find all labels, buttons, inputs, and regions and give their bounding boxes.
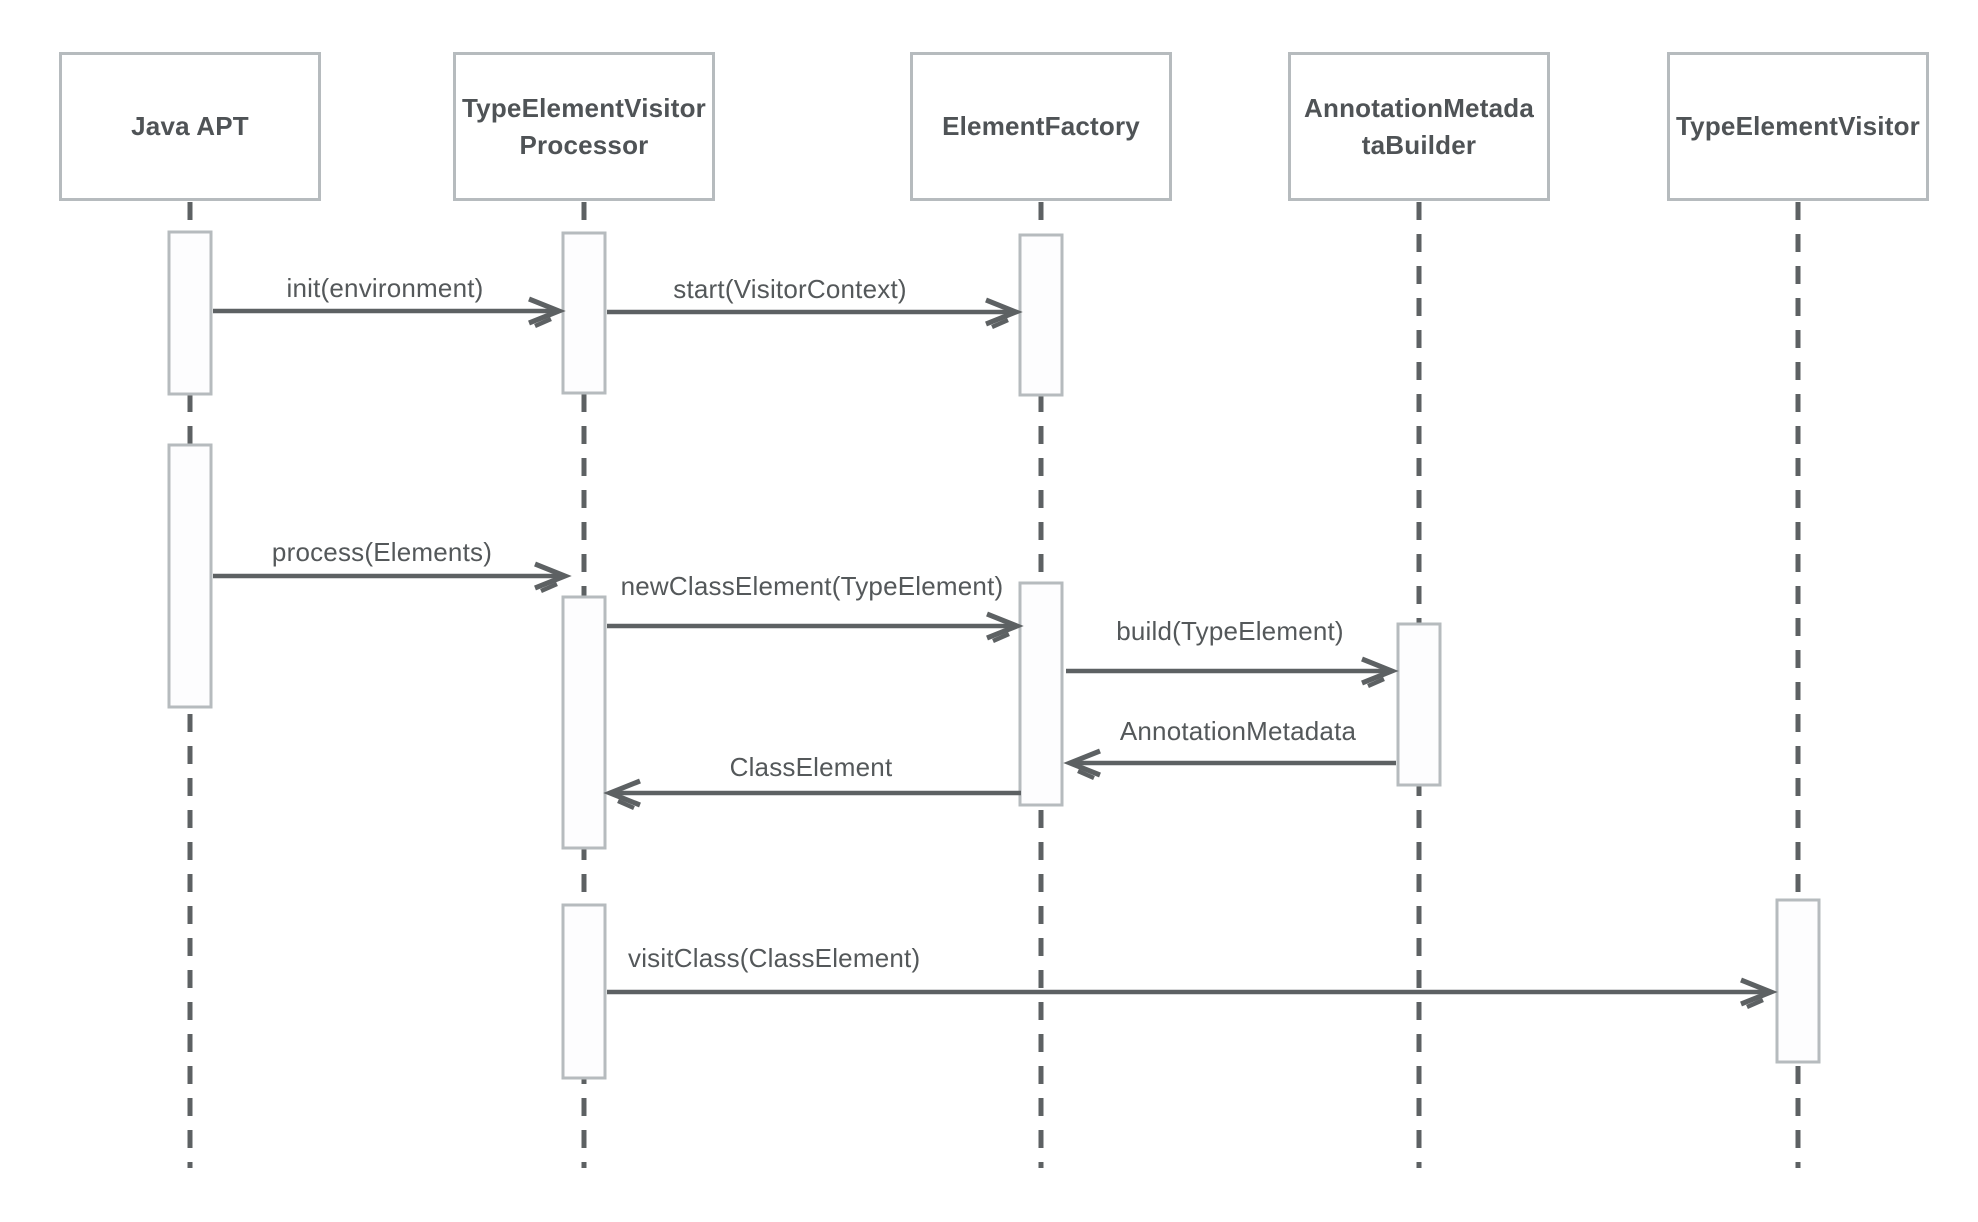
participant-label-line: TypeElementVisitor — [1676, 111, 1920, 141]
message-label-init: init(environment) — [286, 273, 484, 303]
arrowhead-beard — [534, 316, 552, 329]
activation-bar-processor-1 — [561, 231, 607, 395]
message-label-new-class-element: newClassElement(TypeElement) — [620, 571, 1004, 601]
participant-label-line: Processor — [519, 129, 649, 160]
arrowhead-right-icon — [534, 561, 572, 591]
participant-label: TypeElementVisitor Processor — [462, 90, 706, 164]
arrowhead-right-icon — [528, 296, 566, 326]
message-arrows — [213, 296, 1778, 1010]
message-label-start: start(VisitorContext) — [673, 274, 907, 304]
participant-label: TypeElementVisitor — [1676, 108, 1920, 145]
participant-annotation-metadata-builder: AnnotationMetada taBuilder — [1288, 52, 1550, 201]
participant-label: Java APT — [131, 108, 249, 145]
activation-bar-java-apt-1 — [167, 230, 213, 396]
lifelines — [187, 202, 1801, 1168]
activation-bar-type-element-visitor — [1775, 898, 1821, 1064]
activation-bar-element-factory-2 — [1018, 581, 1064, 807]
arrowhead-right-icon — [1740, 977, 1778, 1007]
participant-label-line: TypeElementVisitor — [462, 92, 706, 123]
arrowhead-beard — [1077, 768, 1095, 781]
participant-label: ElementFactory — [942, 108, 1140, 145]
arrowhead-beard — [1746, 997, 1764, 1010]
participant-type-element-visitor-processor: TypeElementVisitor Processor — [453, 52, 715, 201]
participant-label-line: ElementFactory — [942, 111, 1140, 141]
message-arrow-visit-class — [607, 977, 1778, 1010]
message-arrow-init — [213, 296, 566, 329]
activation-bar-annotation-metadata-builder — [1396, 622, 1442, 787]
message-arrow-annotation-metadata-return — [1063, 748, 1396, 781]
participant-label: AnnotationMetada taBuilder — [1304, 90, 1534, 164]
activation-bar-processor-3 — [561, 903, 607, 1080]
arrowhead-left-icon — [603, 778, 641, 808]
arrowhead-beard — [617, 798, 635, 811]
participant-label-line: AnnotationMetada — [1304, 92, 1534, 123]
message-arrow-process — [213, 561, 572, 594]
arrowhead-beard — [992, 631, 1010, 644]
message-arrow-start — [607, 297, 1023, 330]
message-arrow-class-element-return — [603, 778, 1021, 811]
arrowhead-beard — [1367, 676, 1385, 689]
activation-bar-processor-2 — [561, 595, 607, 850]
message-label-build: build(TypeElement) — [1116, 616, 1344, 646]
message-arrow-build — [1066, 656, 1399, 689]
activation-bars — [167, 230, 1821, 1080]
activation-bar-element-factory-1 — [1018, 233, 1064, 397]
participant-element-factory: ElementFactory — [910, 52, 1172, 201]
participant-label-line: Java APT — [131, 111, 249, 141]
arrowhead-left-icon — [1063, 748, 1101, 778]
arrowhead-beard — [991, 317, 1009, 330]
message-label-process: process(Elements) — [271, 537, 493, 567]
message-arrow-new-class-element — [607, 611, 1024, 644]
message-label-annotation-metadata: AnnotationMetadata — [1119, 716, 1357, 746]
message-label-class-element: ClassElement — [729, 752, 893, 782]
participant-java-apt: Java APT — [59, 52, 321, 201]
participant-type-element-visitor: TypeElementVisitor — [1667, 52, 1929, 201]
arrowhead-beard — [540, 581, 558, 594]
arrowhead-right-icon — [1361, 656, 1399, 686]
arrowhead-right-icon — [986, 611, 1024, 641]
message-label-visit-class: visitClass(ClassElement) — [628, 943, 921, 973]
arrowhead-right-icon — [985, 297, 1023, 327]
activation-bar-java-apt-2 — [167, 443, 213, 709]
participant-label-line: taBuilder — [1361, 129, 1477, 160]
